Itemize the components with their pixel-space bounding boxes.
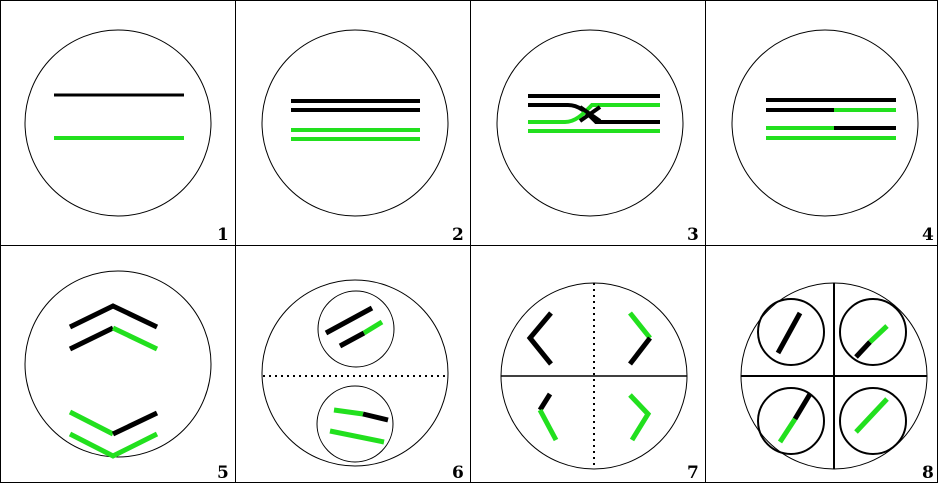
gamete-1 [757,298,825,366]
cell-outline [496,29,684,217]
recombinant-chromatid-green [362,319,384,336]
recombinant-chromatid-black [362,411,389,423]
cell-outline [261,279,449,467]
panel-4: 4 [731,29,934,245]
recombinant-chromatid-green [333,407,364,417]
panel-2: 2 [261,29,464,245]
panel-label: 7 [687,463,699,483]
recombinant-chromatid-black [338,330,366,349]
recombinant-chromatid-green [628,311,652,340]
gamete-3 [757,387,825,455]
panel-label: 5 [217,463,229,483]
recombinant-chromatid-black [111,410,159,437]
green-chromatid-bent [68,431,159,459]
green-chromatid-crossing [528,103,660,124]
recombinant-chromosome-green [868,324,889,344]
daughter-cell-top [317,290,395,368]
panel-6: 6 [261,279,464,483]
cell-outline [731,29,919,217]
green-chromosome [628,393,652,442]
cell-outline [24,270,212,458]
cell-outline [24,29,212,217]
panel-label: 1 [217,225,229,245]
panel-3: 3 [496,29,699,245]
panel-8: 8 [740,282,934,483]
recombinant-chromatid-black [628,336,652,366]
recombinant-chromatid-green [111,325,159,352]
recombinant-chromatid-black [68,325,115,352]
panel-label: 6 [452,463,464,483]
green-chromatid [329,428,385,445]
daughter-cell-bottom [316,385,394,463]
panel-5: 5 [24,270,229,483]
black-chromatid [324,305,374,336]
recombinant-chromosome-black [792,392,813,421]
recombinant-chromosome-green [777,417,798,444]
chiasma [578,105,602,123]
panel-label: 2 [452,225,464,245]
gamete-4 [839,387,907,455]
panel-label: 8 [922,463,934,483]
gamete-2 [839,298,907,366]
green-chromosome [854,397,889,434]
panel-1: 1 [24,29,229,245]
recombinant-chromatid-green [537,408,559,442]
panel-label: 3 [687,225,699,245]
black-chromosome [775,311,803,355]
black-chromosome [526,311,553,366]
cell-outline [261,29,449,217]
black-chromatid-bent [68,303,159,330]
panel-7: 7 [500,282,699,483]
recombinant-chromatid-black [537,392,553,412]
recombinant-chromatid-green [68,409,115,437]
recombinant-chromosome-black [854,340,872,359]
panel-label: 4 [922,225,934,245]
